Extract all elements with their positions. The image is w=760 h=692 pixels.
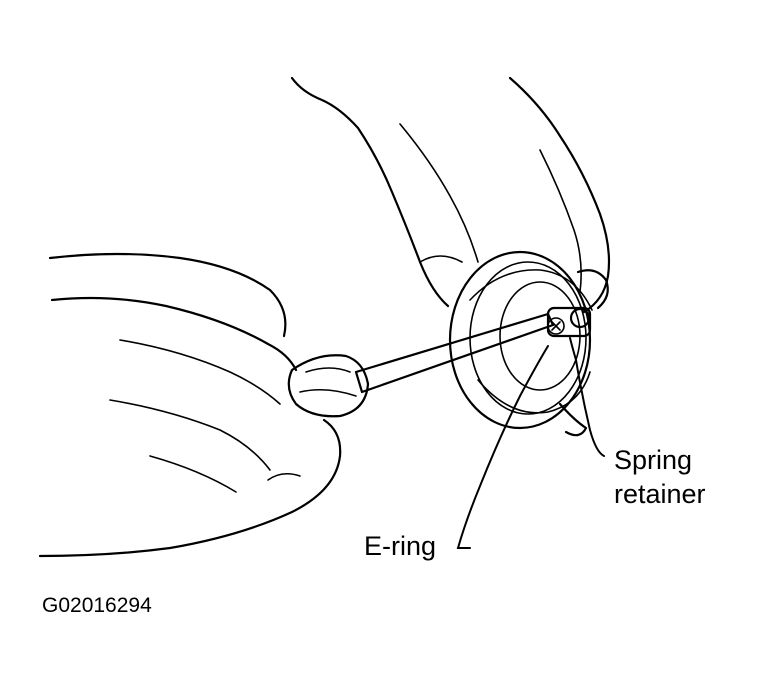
spring-retainer-label-line1: Spring bbox=[614, 445, 693, 475]
left-hand-finger-3 bbox=[109, 399, 271, 471]
left-hand bbox=[38, 252, 342, 558]
screwdriver-handle bbox=[287, 354, 370, 418]
left-hand-knuckle bbox=[267, 472, 301, 481]
spring-retainer-label-line2: retainer bbox=[614, 479, 706, 509]
e-ring-leader bbox=[456, 345, 549, 549]
right-hand-lower-fingertip bbox=[558, 402, 588, 437]
right-hand-crease-1 bbox=[399, 123, 479, 263]
screwdriver bbox=[287, 312, 555, 418]
right-hand-back-outline bbox=[290, 76, 450, 308]
handle-grip-line-2 bbox=[299, 388, 357, 397]
e-ring-label: E-ring bbox=[364, 531, 437, 561]
left-hand-crease bbox=[149, 455, 237, 493]
handle-grip-line bbox=[305, 367, 351, 373]
figure-code: G02016294 bbox=[42, 594, 152, 617]
body-outer-disc bbox=[448, 250, 592, 430]
left-hand-bottom-outline bbox=[38, 418, 342, 558]
right-hand-finger-outline bbox=[508, 76, 611, 314]
body-rim-bottom bbox=[477, 371, 591, 414]
left-hand-finger-2 bbox=[119, 339, 281, 405]
shaft-pin-end bbox=[569, 307, 591, 329]
left-hand-finger-1 bbox=[50, 296, 298, 372]
left-hand-top-outline bbox=[48, 252, 287, 338]
spring-retainer-leader bbox=[569, 337, 605, 457]
right-hand bbox=[290, 76, 611, 437]
screwdriver-shaft bbox=[354, 312, 555, 394]
right-hand-fingertip bbox=[576, 269, 609, 310]
retainer-block bbox=[546, 306, 592, 338]
right-hand-knuckle bbox=[419, 255, 463, 263]
